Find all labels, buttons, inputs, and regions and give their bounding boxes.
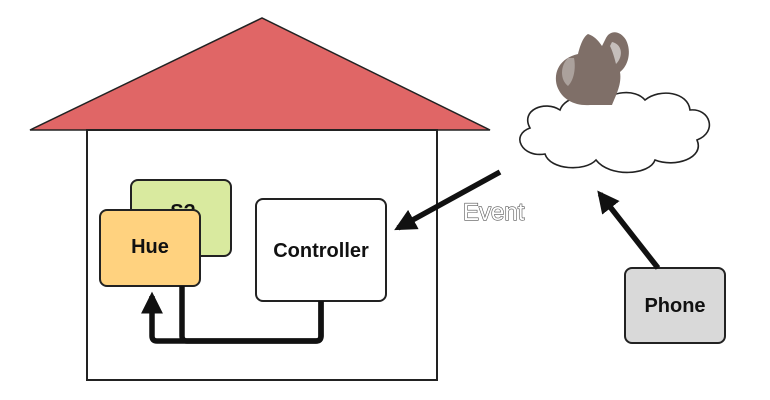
- phone-box[interactable]: [624, 267, 726, 344]
- hue-box[interactable]: [99, 209, 201, 287]
- event-label: Event: [463, 199, 525, 226]
- controller-to-hue-arrow: [141, 291, 324, 344]
- phone-to-cloud-arrow: [597, 190, 661, 270]
- hue-label: Hue: [131, 236, 169, 258]
- event-arrow: [394, 169, 502, 231]
- controller-label: Controller: [273, 240, 369, 262]
- jug-icon: [555, 32, 629, 106]
- cloud-icon: [519, 91, 711, 174]
- phone-label: Phone: [644, 295, 705, 317]
- house-roof: [29, 17, 491, 131]
